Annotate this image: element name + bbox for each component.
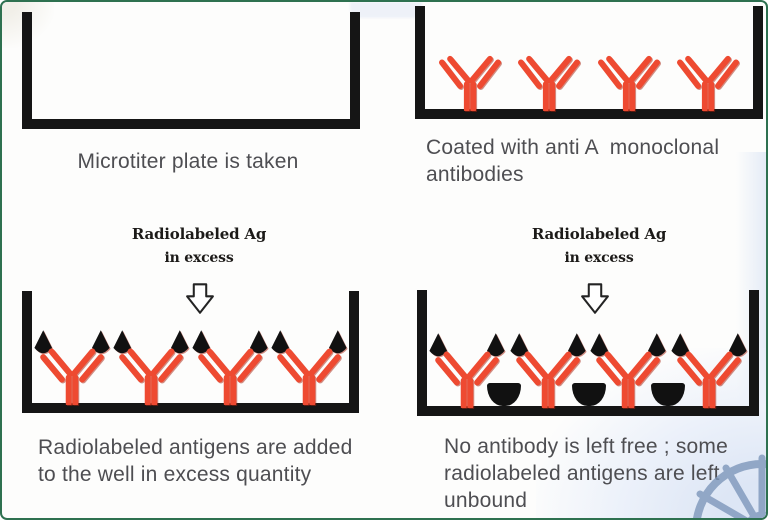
antibody-stem — [144, 374, 158, 405]
bound-antigen-kite-icon — [192, 329, 268, 353]
microtiter-well-coated — [415, 6, 763, 119]
antibody-arms — [677, 55, 740, 89]
bound-antigen-kite-icon — [271, 329, 347, 353]
step4-caption: No antibody is left free ; some radiolab… — [444, 435, 735, 512]
antibody-icon — [438, 55, 501, 111]
antibody-icon — [518, 55, 581, 111]
antibody-with-bound-antigens-icon — [429, 332, 505, 408]
antibody-arms — [198, 348, 262, 383]
antibody-with-bound-antigens-icon — [510, 332, 586, 408]
antibody-arms — [438, 55, 501, 89]
antibody-icon — [597, 55, 660, 111]
radiolabeled-ag-line2: in excess — [564, 250, 634, 266]
antibody-stem — [302, 374, 316, 405]
bound-antigen-kite-icon — [113, 329, 189, 353]
antibody-arms — [40, 348, 104, 383]
antibody-stem — [541, 377, 554, 408]
down-arrow-icon — [581, 283, 609, 314]
antibody-with-bound-antigens-icon — [590, 332, 666, 408]
antibody-arms — [677, 351, 741, 386]
antibody-with-bound-antigens-icon — [671, 332, 747, 408]
antibody-row — [425, 6, 753, 111]
antibody-arms — [515, 351, 580, 386]
step2-caption: Coated with anti A monoclonal antibodies — [426, 136, 726, 186]
antibody-stem — [65, 374, 79, 405]
bound-antigen-kite-icon — [671, 332, 747, 356]
step1-caption: Microtiter plate is taken — [77, 150, 299, 173]
antibody-stem — [702, 377, 716, 408]
antibody-with-bound-antigens-icon — [113, 329, 189, 405]
radiolabeled-ag-label: Radiolabeled Ag in excess — [115, 225, 283, 266]
antibody-row — [32, 291, 349, 405]
antibody-stem — [622, 377, 635, 408]
bound-antigen-kite-icon — [429, 332, 505, 356]
antibody-arms — [596, 351, 661, 386]
unbound-antigen-dome-icon — [487, 383, 521, 406]
antibody-row — [427, 290, 749, 408]
antibody-stem — [702, 80, 715, 111]
antibody-arms — [277, 348, 341, 383]
bound-antigen-kite-icon — [590, 332, 666, 356]
unbound-antigen-dome-icon — [572, 383, 606, 406]
microtiter-well-saturated — [417, 290, 759, 416]
antibody-with-bound-antigens-icon — [34, 329, 110, 405]
antibody-stem — [463, 80, 476, 111]
antibody-stem — [223, 374, 237, 405]
antibody-arms — [435, 351, 499, 386]
antibody-stem — [460, 377, 474, 408]
bound-antigen-kite-icon — [510, 332, 586, 356]
step3-caption: Radiolabeled antigens are added to the w… — [38, 436, 359, 486]
bound-antigen-kite-icon — [34, 329, 110, 353]
radiolabeled-ag-line1: Radiolabeled Ag — [131, 225, 267, 243]
radiolabeled-ag-line2: in excess — [164, 250, 234, 266]
antibody-arms — [597, 55, 660, 89]
radiolabeled-ag-label: Radiolabeled Ag in excess — [515, 225, 683, 266]
radiolabeled-ag-line1: Radiolabeled Ag — [531, 225, 667, 243]
ship-wheel-watermark-icon — [693, 454, 766, 518]
antibody-stem — [622, 80, 635, 111]
top-center-glow — [350, 2, 422, 18]
down-arrow-icon — [186, 283, 214, 314]
antibody-icon — [677, 55, 740, 111]
microtiter-well-antigens-added — [22, 291, 359, 413]
antibody-with-bound-antigens-icon — [271, 329, 347, 405]
antibody-with-bound-antigens-icon — [192, 329, 268, 405]
antibody-arms — [119, 348, 183, 383]
antibody-arms — [518, 55, 581, 89]
antibody-stem — [543, 80, 556, 111]
microtiter-well-empty — [22, 12, 360, 129]
unbound-antigen-dome-icon — [651, 383, 685, 406]
